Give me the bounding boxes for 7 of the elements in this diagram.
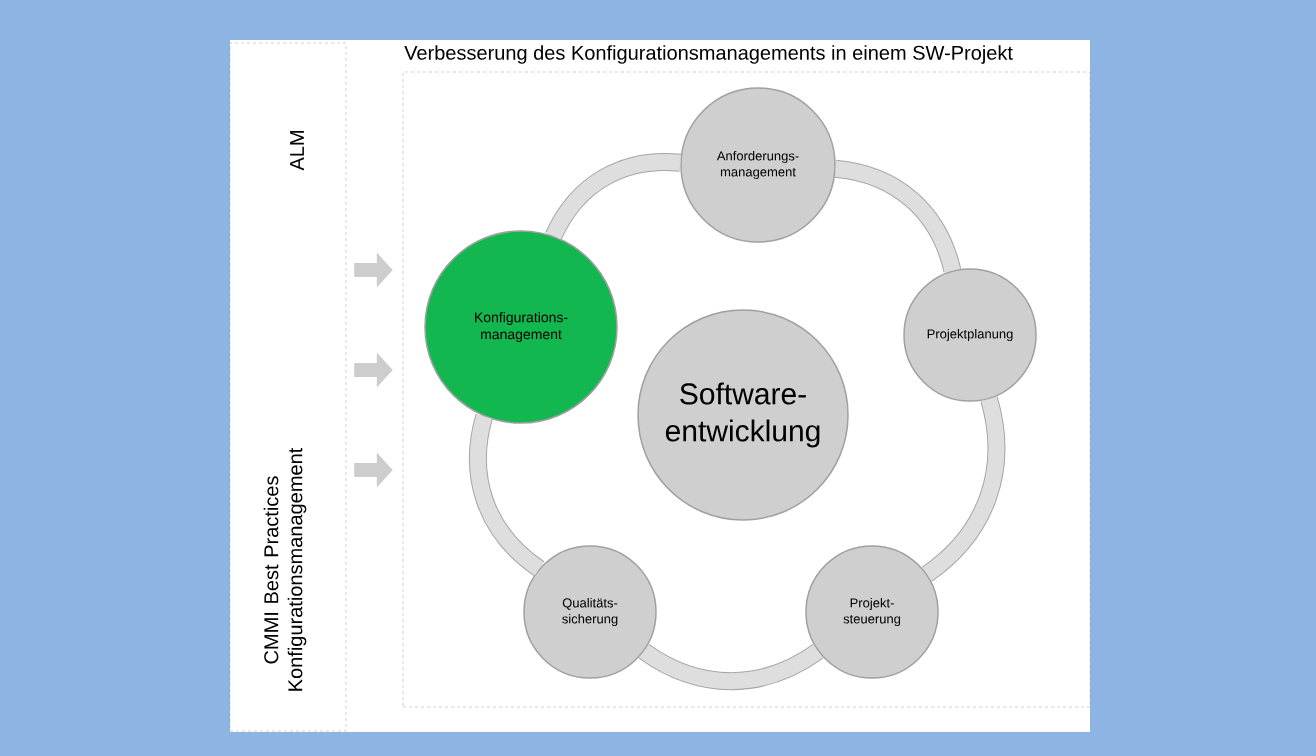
ring-segment [545, 153, 681, 240]
ring-segment [921, 396, 1006, 582]
side-panel: ALM CMMI Best Practices Konfigurationsmanagement [229, 42, 347, 732]
ring-segment [834, 159, 962, 274]
node-label: Verbesserung des Konfigurationsmanagements in einem SW-Projekt [404, 45, 1013, 64]
ring-segment [639, 643, 823, 691]
ring-segment [469, 414, 545, 576]
